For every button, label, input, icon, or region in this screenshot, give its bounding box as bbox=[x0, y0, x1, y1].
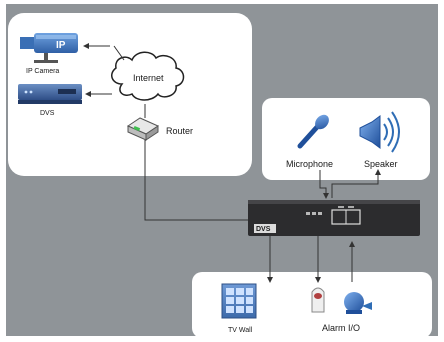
dvs-unit-icon bbox=[18, 84, 82, 104]
ip-camera-label: IP Camera bbox=[26, 68, 59, 75]
router-icon bbox=[126, 117, 160, 141]
speaker-label: Speaker bbox=[364, 159, 398, 169]
mic-link bbox=[319, 170, 329, 199]
camera-link-2 bbox=[113, 45, 125, 61]
router-label: Router bbox=[166, 126, 193, 136]
speaker-icon bbox=[359, 111, 400, 153]
speaker-link bbox=[331, 169, 381, 198]
microphone-label: Microphone bbox=[286, 159, 333, 169]
router-dvs-link bbox=[144, 140, 248, 221]
ip-camera-icon: IP bbox=[20, 33, 78, 63]
microphone-icon bbox=[297, 114, 329, 149]
alarm-io-label: Alarm I/O bbox=[322, 323, 360, 333]
alarm-output-icon bbox=[344, 292, 372, 314]
dvs-box-label: DVS bbox=[256, 226, 271, 233]
internet-cloud-icon bbox=[111, 51, 185, 101]
svg-text:IP: IP bbox=[56, 40, 66, 51]
tv-wall-label: TV Wall bbox=[228, 327, 253, 334]
dvs-top-label: DVS bbox=[40, 110, 55, 117]
tv-wall-icon bbox=[221, 283, 257, 319]
alarm-sensor-icon bbox=[311, 287, 325, 313]
dvs-encoder-box bbox=[248, 200, 420, 236]
internet-label: Internet bbox=[133, 73, 164, 83]
